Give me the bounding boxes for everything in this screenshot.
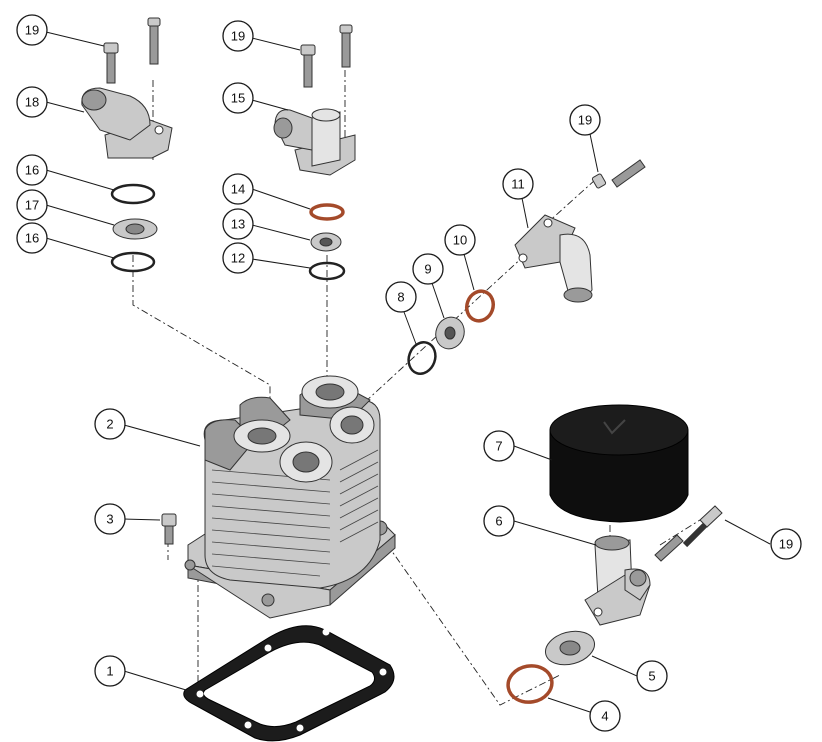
svg-text:15: 15 (231, 91, 245, 106)
callout-2: 2 (94, 408, 126, 440)
callout-8: 8 (385, 281, 417, 313)
callout-6: 6 (483, 505, 515, 537)
callout-16-lower: 16 (16, 222, 48, 254)
callout-13: 13 (222, 208, 254, 240)
housing-part-15 (273, 108, 356, 176)
svg-text:19: 19 (779, 537, 793, 552)
bolt-part-3 (161, 513, 177, 545)
callout-5: 5 (636, 660, 668, 692)
svg-text:14: 14 (231, 182, 245, 197)
svg-text:19: 19 (25, 23, 39, 38)
callout-10: 10 (444, 224, 476, 256)
callout-12: 12 (222, 242, 254, 274)
callout-1: 1 (94, 655, 126, 687)
svg-text:18: 18 (25, 95, 39, 110)
svg-text:12: 12 (231, 251, 245, 266)
svg-text:19: 19 (578, 113, 592, 128)
callout-14: 14 (222, 173, 254, 205)
svg-text:10: 10 (453, 233, 467, 248)
svg-text:8: 8 (397, 290, 404, 305)
o-ring-part-10 (465, 289, 495, 323)
callout-3: 3 (94, 503, 126, 535)
leader-lines (45, 31, 771, 713)
o-ring-part-12 (308, 261, 346, 281)
o-ring-part-16-upper (110, 183, 156, 205)
bolts-part-19-left (103, 17, 161, 84)
callout-11: 11 (502, 168, 534, 200)
callout-19-right-upper: 19 (569, 104, 601, 136)
svg-text:3: 3 (106, 512, 113, 527)
cylinder-head-part-2 (184, 375, 396, 619)
svg-text:7: 7 (495, 439, 502, 454)
o-ring-part-4 (506, 664, 554, 704)
housing-part-6 (584, 535, 651, 626)
callout-19-right-lower: 19 (770, 528, 802, 560)
callout-4: 4 (589, 700, 621, 732)
cap-part-7 (549, 404, 689, 523)
o-ring-part-16-lower (110, 251, 156, 273)
callout-15: 15 (222, 82, 254, 114)
gasket-part-1 (183, 625, 395, 742)
bolts-part-19-right-upper (591, 159, 646, 189)
svg-text:2: 2 (106, 417, 113, 432)
callout-17: 17 (16, 189, 48, 221)
svg-text:13: 13 (231, 217, 245, 232)
o-ring-part-14 (309, 203, 345, 221)
svg-text:6: 6 (495, 514, 502, 529)
callout-18: 18 (16, 86, 48, 118)
thermostat-part-5 (544, 630, 596, 666)
bolts-part-19-center (300, 24, 353, 88)
svg-text:4: 4 (601, 709, 608, 724)
svg-text:9: 9 (424, 262, 431, 277)
svg-text:5: 5 (648, 669, 655, 684)
svg-text:19: 19 (231, 29, 245, 44)
thermostat-part-13 (310, 232, 342, 252)
callout-19-center: 19 (222, 20, 254, 52)
thermostat-part-17 (112, 218, 158, 240)
svg-text:1: 1 (106, 664, 113, 679)
elbow-part-11 (514, 214, 593, 303)
svg-text:17: 17 (25, 198, 39, 213)
o-ring-part-8 (407, 341, 437, 375)
elbow-part-18 (81, 87, 173, 159)
bolts-part-19-right-lower (654, 505, 723, 562)
callout-19: 19 (16, 14, 48, 46)
svg-text:16: 16 (25, 231, 39, 246)
callouts: 19 18 16 17 16 19 15 14 13 12 19 11 10 9… (16, 14, 802, 732)
callout-16-upper: 16 (16, 154, 48, 186)
callout-7: 7 (483, 430, 515, 462)
svg-text:16: 16 (25, 163, 39, 178)
callout-9: 9 (412, 253, 444, 285)
thermostat-part-9 (435, 316, 465, 350)
svg-text:11: 11 (511, 177, 525, 192)
